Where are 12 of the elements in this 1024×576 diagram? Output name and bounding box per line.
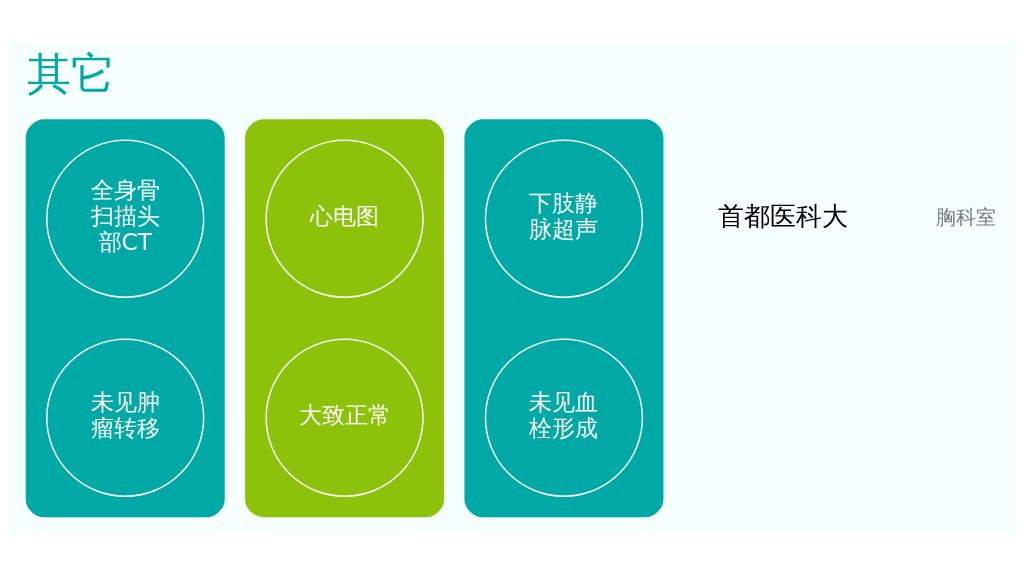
label: 首都医科大	[718, 200, 849, 231]
node-circle: 未见血栓形成	[484, 338, 644, 497]
diagram-title: 其它	[26, 48, 115, 99]
label: 胸科室	[936, 204, 997, 229]
node-circle: 下肢静脉超声	[484, 139, 644, 298]
cluster	[464, 118, 664, 517]
node-circle: 大致正常	[265, 338, 424, 497]
node-circle: 未见肿瘤转移	[46, 338, 205, 497]
node-circle: 心电图	[265, 139, 424, 298]
cluster	[245, 118, 445, 517]
node-circle: 全身骨扫描头部CT	[46, 139, 205, 298]
cluster	[25, 118, 225, 517]
